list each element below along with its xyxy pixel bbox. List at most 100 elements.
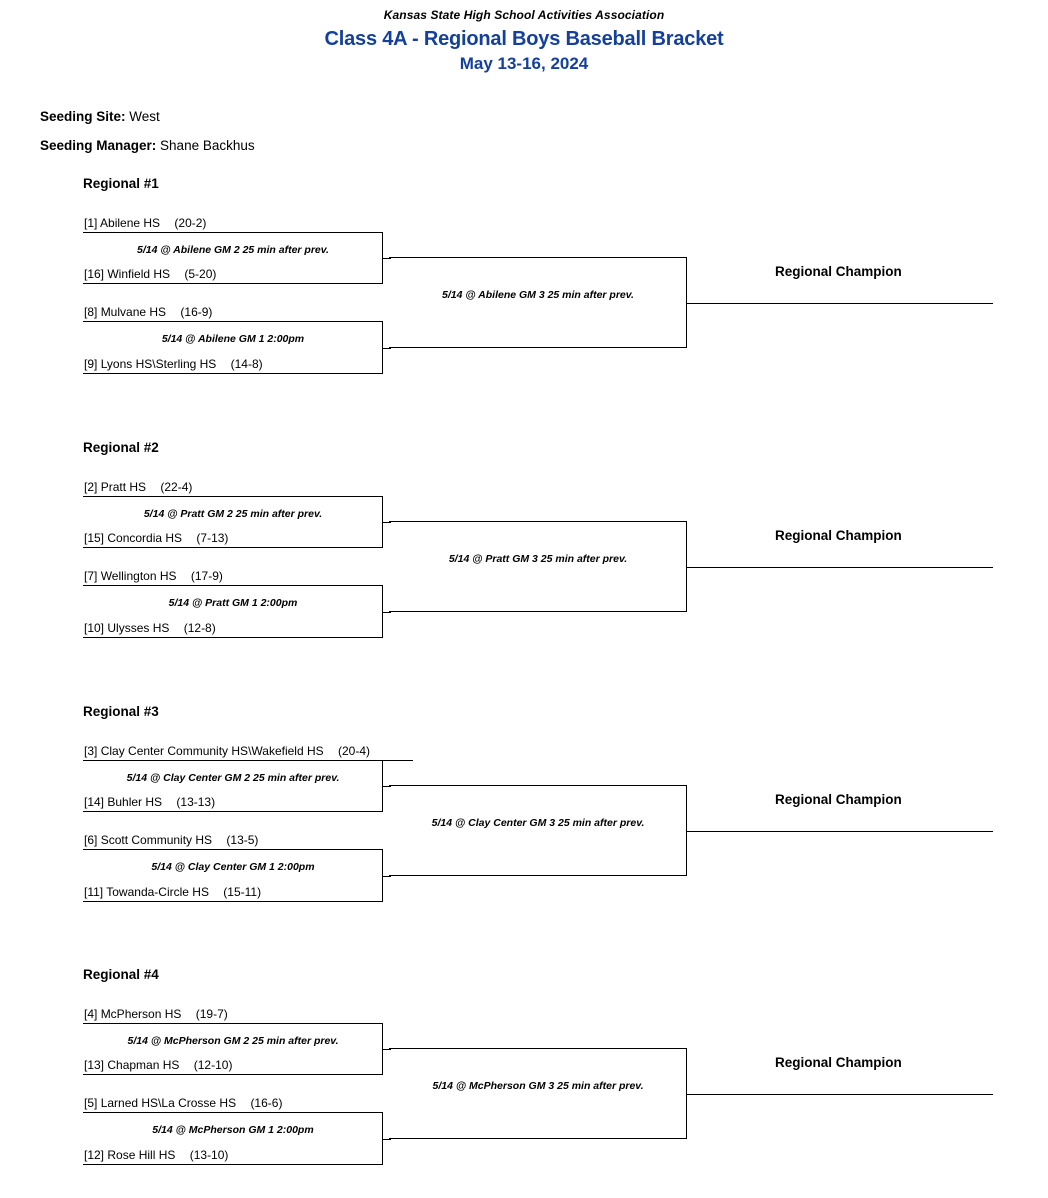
- team-seed: [14]: [84, 795, 105, 809]
- game3-bracket: [389, 1048, 687, 1139]
- champion-line: [687, 1094, 993, 1095]
- game3-caption: 5/14 @ Pratt GM 3 25 min after prev.: [448, 553, 628, 565]
- team-slot: [9] Lyons HS\Sterling HS (14-8): [83, 356, 383, 374]
- game3-bracket: [389, 257, 687, 348]
- champion-line: [687, 567, 993, 568]
- team-name: Rose Hill HS: [107, 1148, 176, 1162]
- game2-caption: 5/14 @ Abilene GM 2 25 min after prev.: [137, 244, 329, 256]
- team-record: (14-8): [230, 357, 263, 371]
- team-seed: [9]: [84, 357, 98, 371]
- team-record: (19-7): [195, 1007, 228, 1021]
- team-record: (13-5): [226, 833, 259, 847]
- seeding-manager-value: Shane Backhus: [160, 138, 255, 153]
- team-name: Abilene HS: [100, 216, 161, 230]
- regional-title: Regional #1: [83, 176, 159, 191]
- team-slot: [3] Clay Center Community HS\Wakefield H…: [83, 743, 413, 761]
- team-record: (7-13): [196, 531, 229, 545]
- team-seed: [10]: [84, 621, 105, 635]
- game1-connector: [383, 612, 391, 613]
- game1-caption: 5/14 @ McPherson GM 1 2:00pm: [152, 1124, 314, 1136]
- team-record: (13-13): [176, 795, 216, 809]
- team-record: (17-9): [190, 569, 223, 583]
- champion-label: Regional Champion: [775, 528, 902, 543]
- team-name: Towanda-Circle HS: [106, 885, 209, 899]
- team-name: Lyons HS\Sterling HS: [100, 357, 217, 371]
- game1-bracket: [83, 850, 383, 902]
- team-slot: [7] Wellington HS (17-9): [83, 568, 383, 586]
- game2-bracket: [83, 233, 383, 284]
- game2-connector: [383, 1049, 391, 1050]
- team-slot: [11] Towanda-Circle HS (15-11): [83, 884, 383, 902]
- game3-bracket: [389, 521, 687, 612]
- team-slot: [16] Winfield HS (5-20): [83, 266, 383, 284]
- team-record: (5-20): [184, 267, 217, 281]
- game1-caption: 5/14 @ Pratt GM 1 2:00pm: [168, 597, 298, 609]
- game2-bracket: [83, 1024, 383, 1075]
- game2-bracket: [83, 497, 383, 548]
- champion-label: Regional Champion: [775, 1055, 902, 1070]
- seeding-site-row: Seeding Site: West: [40, 109, 255, 124]
- team-name: Buhler HS: [107, 795, 163, 809]
- page-dates: May 13-16, 2024: [459, 54, 589, 73]
- regional-title: Regional #2: [83, 440, 159, 455]
- team-record: (16-6): [250, 1096, 283, 1110]
- team-name: Larned HS\La Crosse HS: [100, 1096, 237, 1110]
- regional-title: Regional #3: [83, 704, 159, 719]
- regional-title: Regional #4: [83, 967, 159, 982]
- game1-bracket: [83, 586, 383, 638]
- team-seed: [8]: [84, 305, 98, 319]
- team-record: (22-4): [160, 480, 193, 494]
- game3-caption: 5/14 @ McPherson GM 3 25 min after prev.: [432, 1080, 644, 1092]
- game2-bracket: [83, 761, 383, 812]
- game1-connector: [383, 348, 391, 349]
- team-slot: [2] Pratt HS (22-4): [83, 479, 383, 497]
- team-name: Pratt HS: [100, 480, 147, 494]
- team-record: (13-10): [189, 1148, 229, 1162]
- team-seed: [11]: [84, 885, 104, 899]
- team-seed: [4]: [84, 1007, 98, 1021]
- team-record: (16-9): [180, 305, 213, 319]
- team-record: (15-11): [223, 885, 262, 899]
- team-seed: [6]: [84, 833, 98, 847]
- team-name: Concordia HS: [107, 531, 183, 545]
- team-seed: [15]: [84, 531, 105, 545]
- team-slot: [14] Buhler HS (13-13): [83, 794, 383, 812]
- game1-bracket: [83, 322, 383, 374]
- team-name: Wellington HS: [100, 569, 177, 583]
- team-seed: [1]: [84, 216, 98, 230]
- seeding-manager-row: Seeding Manager: Shane Backhus: [40, 138, 255, 153]
- game1-connector: [383, 1139, 391, 1140]
- game1-connector: [383, 876, 391, 877]
- game3-caption: 5/14 @ Abilene GM 3 25 min after prev.: [442, 289, 634, 301]
- team-slot: [15] Concordia HS (7-13): [83, 530, 383, 548]
- game1-bracket: [83, 1113, 383, 1165]
- team-name: Chapman HS: [107, 1058, 180, 1072]
- team-name: Mulvane HS: [100, 305, 167, 319]
- game2-caption: 5/14 @ Pratt GM 2 25 min after prev.: [143, 508, 323, 520]
- team-slot: [12] Rose Hill HS (13-10): [83, 1147, 383, 1165]
- champion-label: Regional Champion: [775, 264, 902, 279]
- seeding-info: Seeding Site: West Seeding Manager: Shan…: [40, 109, 255, 167]
- team-name: Scott Community HS: [100, 833, 213, 847]
- team-seed: [7]: [84, 569, 98, 583]
- game1-caption: 5/14 @ Clay Center GM 1 2:00pm: [151, 861, 315, 873]
- game3-bracket: [389, 785, 687, 876]
- game2-connector: [383, 522, 391, 523]
- team-seed: [16]: [84, 267, 105, 281]
- team-slot: [1] Abilene HS (20-2): [83, 215, 383, 233]
- game1-caption: 5/14 @ Abilene GM 1 2:00pm: [161, 333, 305, 345]
- game2-caption: 5/14 @ Clay Center GM 2 25 min after pre…: [126, 772, 340, 784]
- seeding-manager-label: Seeding Manager:: [40, 138, 157, 153]
- game2-caption: 5/14 @ McPherson GM 2 25 min after prev.: [127, 1035, 339, 1047]
- champion-line: [687, 303, 993, 304]
- champion-label: Regional Champion: [775, 792, 902, 807]
- team-name: Winfield HS: [107, 267, 171, 281]
- team-slot: [5] Larned HS\La Crosse HS (16-6): [83, 1095, 383, 1113]
- team-name: Clay Center Community HS\Wakefield HS: [100, 744, 324, 758]
- team-slot: [4] McPherson HS (19-7): [83, 1006, 383, 1024]
- team-slot: [13] Chapman HS (12-10): [83, 1057, 383, 1075]
- team-seed: [3]: [84, 744, 98, 758]
- page-title: Class 4A - Regional Boys Baseball Bracke…: [324, 28, 724, 50]
- game2-connector: [383, 786, 391, 787]
- team-record: (12-8): [183, 621, 216, 635]
